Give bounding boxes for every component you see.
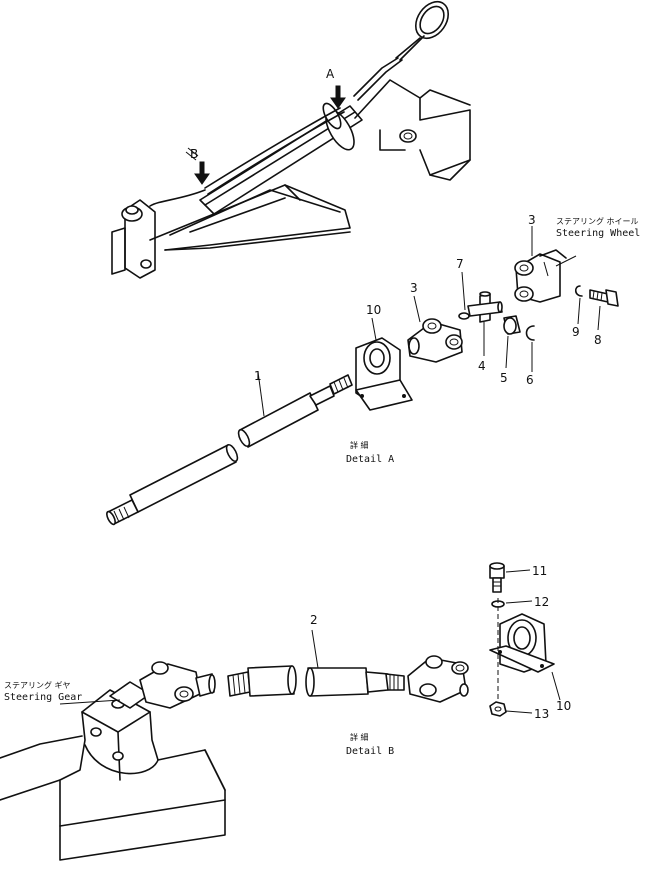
yoke-part-3-b — [514, 249, 567, 303]
steering-gear-housing — [0, 681, 226, 861]
svg-text:A: A — [326, 67, 335, 81]
bearing-part-10-a — [355, 337, 413, 411]
part-label-9: 9 — [572, 325, 580, 339]
steering-wheel-en: Steering Wheel — [556, 228, 640, 239]
part-label-4: 4 — [478, 359, 486, 373]
part-label-11: 11 — [532, 564, 547, 578]
steering-gear-en: Steering Gear — [4, 692, 82, 703]
detail-b-arrow: B — [185, 147, 210, 185]
bearing-part-10-b — [489, 613, 555, 673]
bearing-cup-part-5 — [503, 315, 521, 335]
part-label-8: 8 — [594, 333, 602, 347]
ring-part-7 — [458, 312, 470, 320]
shaft-part-1 — [106, 374, 353, 526]
caption-labels: ステアリング ホイール Steering Wheel 詳 細 Detail A … — [4, 216, 640, 757]
part-label-5: 5 — [500, 371, 508, 385]
part-label-10b: 10 — [556, 699, 571, 713]
part-number-labels: 1 2 3 3 4 5 6 7 8 9 10 10 11 12 13 — [254, 213, 602, 721]
part-label-12: 12 — [534, 595, 549, 609]
snap-ring-part-6 — [525, 325, 535, 341]
steering-wheel-drawing — [395, 0, 450, 61]
nut-part-13 — [489, 701, 507, 717]
steering-column-assembly: A B — [111, 0, 471, 279]
part-label-10a: 10 — [366, 303, 381, 317]
part-label-3b: 3 — [528, 213, 536, 227]
part-label-6: 6 — [526, 373, 534, 387]
part-label-13: 13 — [534, 707, 549, 721]
steering-gear-jp: ステアリング ギヤ — [4, 680, 71, 690]
detail-b-jp: 詳 細 — [350, 732, 369, 742]
part-label-7: 7 — [456, 257, 464, 271]
detail-b-group — [0, 562, 561, 861]
detail-a-jp: 詳 細 — [350, 440, 369, 450]
upper-universal-joint — [407, 655, 469, 703]
spider-part-4 — [467, 291, 503, 323]
part-label-2: 2 — [310, 613, 318, 627]
lower-universal-joint — [139, 661, 216, 709]
detail-a-en: Detail A — [346, 454, 394, 465]
steering-wheel-jp: ステアリング ホイール — [556, 216, 639, 226]
part-label-3a: 3 — [410, 281, 418, 295]
svg-text:B: B — [190, 147, 198, 161]
bolt-part-8 — [589, 289, 619, 307]
detail-b-en: Detail B — [346, 746, 394, 757]
bolt-part-11 — [489, 562, 505, 593]
detail-a-arrow: A — [326, 67, 346, 109]
part-label-1: 1 — [254, 369, 262, 383]
detail-a-group — [106, 226, 619, 526]
shaft-part-2 — [227, 665, 405, 697]
washer-part-9 — [574, 285, 583, 297]
yoke-part-3-a — [407, 318, 463, 363]
